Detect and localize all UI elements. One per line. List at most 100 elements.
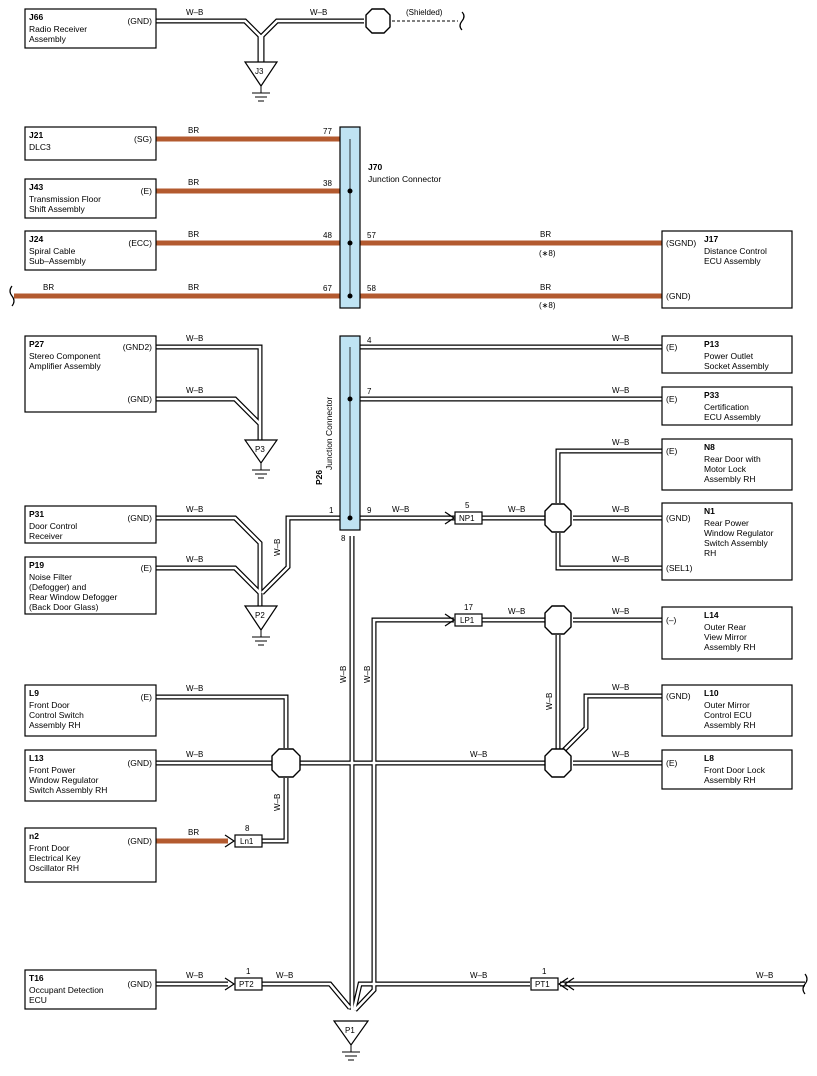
box-l10 xyxy=(661,684,793,737)
box-l9 xyxy=(24,684,157,737)
l13-pin: (GND) xyxy=(127,758,152,768)
splice-shield xyxy=(365,8,391,34)
j66-name: Assembly xyxy=(29,34,67,44)
ground-j3: J3 xyxy=(243,61,279,102)
wire-labels: W–B W–B (Shielded) BR BR BR BR BR BR (∗8… xyxy=(43,8,773,980)
wire-label: W–B xyxy=(508,505,525,514)
inline-pt1-pin: 1 xyxy=(542,967,547,976)
n1-pin: (SEL1) xyxy=(666,563,693,573)
l8-name: Assembly RH xyxy=(704,775,755,785)
p26-code: P26 xyxy=(314,470,324,485)
n2-name: Oscillator RH xyxy=(29,863,79,873)
p33-name: Certification xyxy=(704,402,749,412)
p31-pin: (GND) xyxy=(127,513,152,523)
inline-pt2-pin: 1 xyxy=(246,967,251,976)
wire-label: BR xyxy=(188,828,199,837)
p19-name: Rear Window Defogger xyxy=(29,592,118,602)
box-n1 xyxy=(661,502,793,581)
wire-label: W–B xyxy=(363,666,372,683)
box-p27 xyxy=(24,335,157,413)
l14-code: L14 xyxy=(704,610,719,620)
j24-name: Sub–Assembly xyxy=(29,256,86,266)
box-j66 xyxy=(24,8,157,49)
wire-label: W–B xyxy=(545,693,554,710)
box-p31 xyxy=(24,505,157,544)
box-l8 xyxy=(661,749,793,790)
j70-pin-38: 38 xyxy=(323,179,332,188)
l10-name: Outer Mirror xyxy=(704,700,750,710)
n1-name: Window Regulator xyxy=(704,528,774,538)
p13-code: P13 xyxy=(704,339,719,349)
ground-p3: P3 xyxy=(243,439,279,479)
p27-name: Stereo Component xyxy=(29,351,101,361)
p31-name: Receiver xyxy=(29,531,63,541)
n1-name: RH xyxy=(704,548,716,558)
ground-p3-label: P3 xyxy=(255,445,265,454)
p26-name: Junction Connector xyxy=(324,397,334,470)
p13-name: Power Outlet xyxy=(704,351,754,361)
shielded-label: (Shielded) xyxy=(406,8,443,17)
n1-pin: (GND) xyxy=(666,513,691,523)
p31-name: Door Control xyxy=(29,521,77,531)
j43-code: J43 xyxy=(29,182,43,192)
wire-label: W–B xyxy=(508,607,525,616)
l9-name: Front Door xyxy=(29,700,70,710)
j66-pin: (GND) xyxy=(127,16,152,26)
l14-name: Assembly RH xyxy=(704,642,755,652)
t16-pin: (GND) xyxy=(127,979,152,989)
p27-pin: (GND) xyxy=(127,394,152,404)
t16-name: ECU xyxy=(29,995,47,1005)
n1-name: Rear Power xyxy=(704,518,749,528)
p27-name: Amplifier Assembly xyxy=(29,361,102,371)
wire-label: BR xyxy=(188,283,199,292)
j43-name: Shift Assembly xyxy=(29,204,85,214)
j70-pin-48: 48 xyxy=(323,231,332,240)
box-n8 xyxy=(661,438,793,491)
j24-pin: (ECC) xyxy=(128,238,152,248)
j70-code: J70 xyxy=(368,162,382,172)
box-j21 xyxy=(24,126,157,161)
wire-label: W–B xyxy=(612,750,629,759)
wire-label: W–B xyxy=(339,666,348,683)
l8-name: Front Door Lock xyxy=(704,765,766,775)
splice-l13 xyxy=(271,748,301,778)
wire-label: W–B xyxy=(186,8,203,17)
p26-pin-8: 8 xyxy=(341,534,346,543)
box-j24 xyxy=(24,230,157,271)
inline-pt2: PT2 1 xyxy=(224,967,263,991)
wire-break-shield xyxy=(459,11,465,31)
box-p13 xyxy=(661,335,793,374)
ground-p2-label: P2 xyxy=(255,611,265,620)
box-l14 xyxy=(661,606,793,660)
n2-name: Electrical Key xyxy=(29,853,81,863)
p19-code: P19 xyxy=(29,560,44,570)
p27-code: P27 xyxy=(29,339,44,349)
n8-name: Motor Lock xyxy=(704,464,747,474)
p33-code: P33 xyxy=(704,390,719,400)
n1-name: Switch Assembly xyxy=(704,538,769,548)
j70-pin-57: 57 xyxy=(367,231,376,240)
j17-pin: (SGND) xyxy=(666,238,696,248)
wire-label: W–B xyxy=(273,539,282,556)
n2-code: n2 xyxy=(29,831,39,841)
p26-pin-4: 4 xyxy=(367,336,372,345)
wire-label: W–B xyxy=(612,607,629,616)
splice-l8 xyxy=(544,748,572,778)
t16-name: Occupant Detection xyxy=(29,985,104,995)
box-l13 xyxy=(24,749,157,802)
t16-code: T16 xyxy=(29,973,44,983)
p33-pin: (E) xyxy=(666,394,678,404)
l13-name: Switch Assembly RH xyxy=(29,785,107,795)
wire-label: BR xyxy=(188,230,199,239)
l14-pin: (–) xyxy=(666,615,677,625)
j70-pin-77: 77 xyxy=(323,127,332,136)
l9-code: L9 xyxy=(29,688,39,698)
wire-label: BR xyxy=(540,283,551,292)
splice-n xyxy=(544,503,572,533)
wire-label: W–B xyxy=(186,750,203,759)
wire-label: W–B xyxy=(186,505,203,514)
n8-name: Assembly RH xyxy=(704,474,755,484)
ground-p2: P2 xyxy=(243,605,279,646)
p19-name: Noise Filter xyxy=(29,572,72,582)
wire-label: W–B xyxy=(392,505,409,514)
